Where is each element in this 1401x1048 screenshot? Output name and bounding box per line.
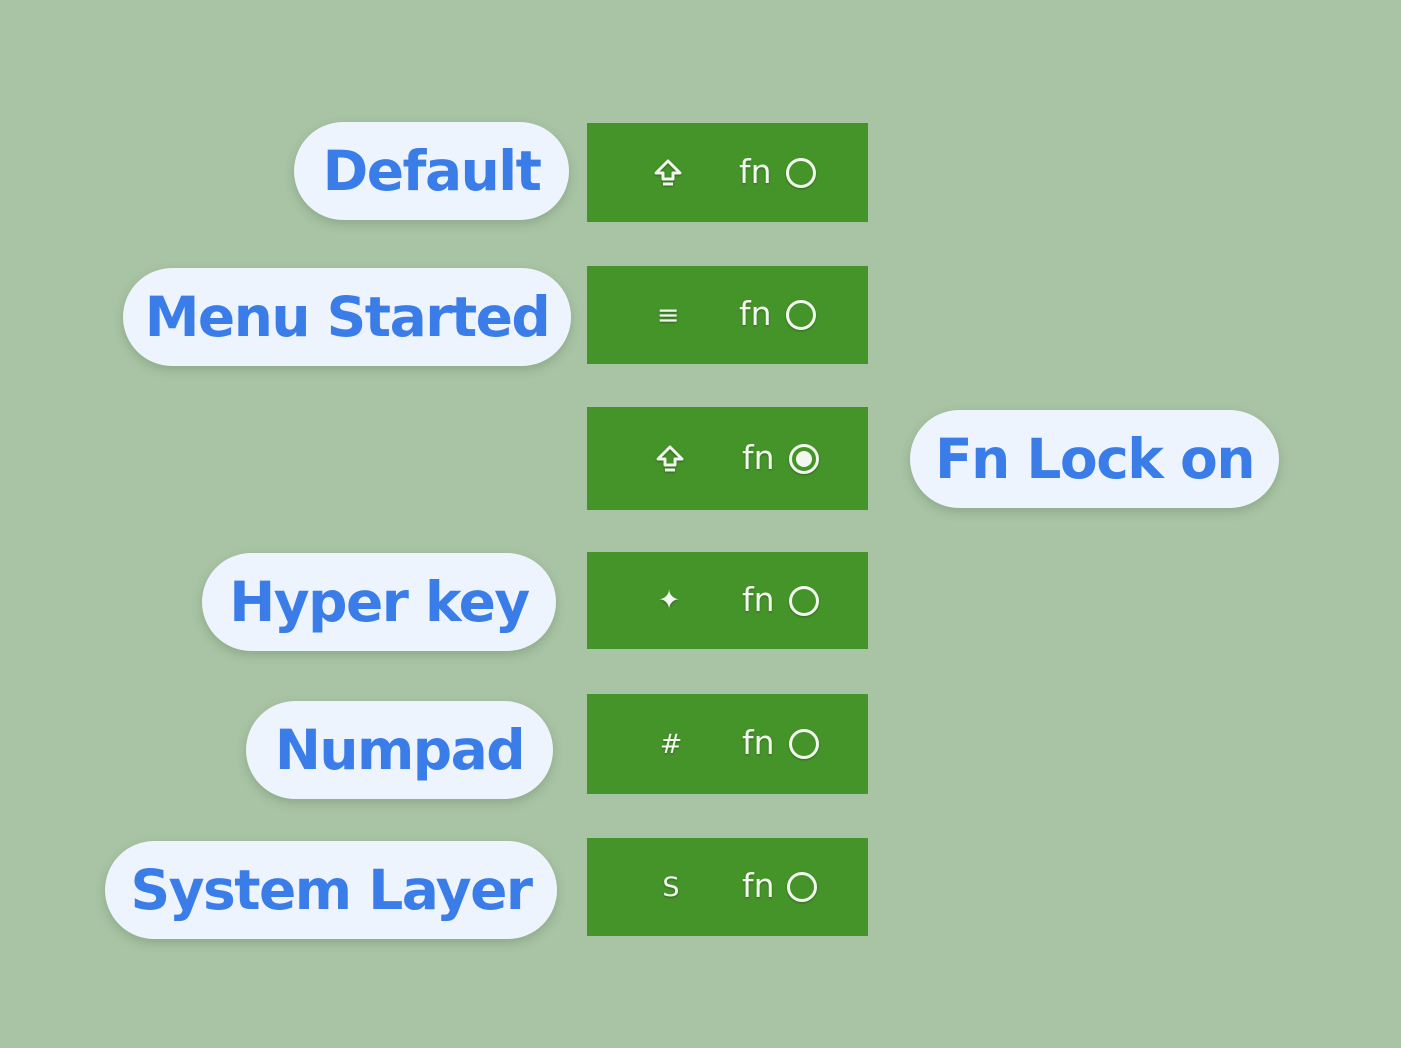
shift-arrow-icon <box>650 155 686 191</box>
shift-arrow-icon <box>652 441 688 477</box>
menu-lines-icon: ≡ <box>656 299 680 331</box>
fn-lock-off-icon <box>789 729 819 759</box>
layer-indicator-hyper-key: ✦ fn <box>587 552 868 649</box>
state-label-menu-started: Menu Started <box>123 268 571 366</box>
layer-indicator-system-layer: S fn <box>587 838 868 936</box>
layer-indicator-fn-lock-on: fn <box>587 407 868 510</box>
state-label-numpad: Numpad <box>246 701 553 799</box>
fn-lock-off-icon <box>786 300 816 330</box>
state-label-system-layer: System Layer <box>105 841 557 939</box>
layer-indicator-default: fn <box>587 123 868 222</box>
fn-lock-off-icon <box>786 157 816 188</box>
layer-indicator-numpad: # fn <box>587 694 868 794</box>
fn-lock-on-icon <box>789 443 819 474</box>
sparkle-icon: ✦ <box>657 585 681 616</box>
fn-lock-off-icon <box>787 872 817 902</box>
fn-label: fn <box>739 294 772 334</box>
state-label-default: Default <box>294 122 569 220</box>
fn-label: fn <box>739 151 772 191</box>
fn-label: fn <box>742 579 775 619</box>
letter-s-icon: S <box>662 871 680 903</box>
fn-label: fn <box>742 437 775 477</box>
hash-icon: # <box>659 728 683 760</box>
state-label-hyper-key: Hyper key <box>202 553 556 651</box>
state-label-fn-lock-on: Fn Lock on <box>910 410 1279 508</box>
fn-lock-off-icon <box>789 585 819 616</box>
fn-label: fn <box>742 723 775 763</box>
layer-indicator-menu-started: ≡ fn <box>587 266 868 364</box>
fn-label: fn <box>742 866 775 906</box>
